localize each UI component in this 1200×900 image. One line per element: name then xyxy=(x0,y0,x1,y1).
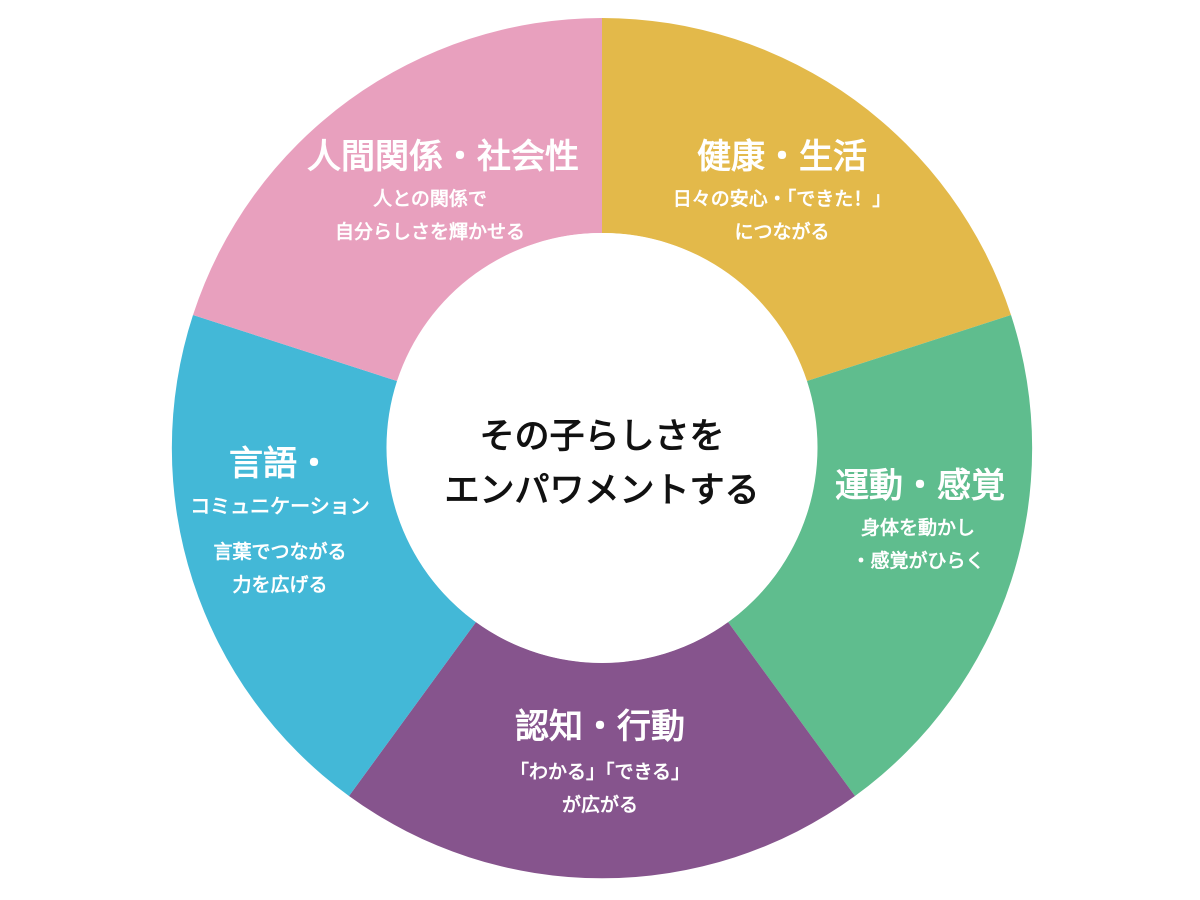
segment-desc-motor-line1: 身体を動かし xyxy=(861,516,975,539)
segment-motor-sensory xyxy=(728,315,1033,796)
segment-title-cognition: 認知・行動 xyxy=(515,707,685,747)
center-circle xyxy=(387,233,817,663)
segment-desc-health-line1: 日々の安心・「できた！」 xyxy=(673,187,892,210)
segment-title-motor: 運動・感覚 xyxy=(835,466,1005,506)
segment-desc-motor-line2: ・感覚がひらく xyxy=(851,549,984,572)
segment-title-language-line2: コミュニケーション xyxy=(190,494,370,518)
segment-health-life xyxy=(602,17,1011,381)
segment-relationships-social xyxy=(193,18,602,381)
segment-desc-social-line1: 人との関係で xyxy=(373,187,487,210)
segment-desc-cognition-line1: 「わかる」「できる」 xyxy=(510,760,690,783)
segment-title-social: 人間関係・社会性 xyxy=(307,137,579,177)
segment-desc-cognition-line2: が広がる xyxy=(562,793,638,816)
segment-language-communication xyxy=(171,315,476,796)
segment-desc-health-line2: につながる xyxy=(734,220,829,243)
segment-desc-language-line1: 言葉でつながる xyxy=(213,540,346,563)
segment-title-health: 健康・生活 xyxy=(697,137,867,177)
segment-cognition-behavior xyxy=(349,622,855,879)
center-text-line2: エンパワメントする xyxy=(444,471,759,511)
segment-title-language: 言語・ xyxy=(229,444,331,484)
segment-desc-social-line2: 自分らしさを輝かせる xyxy=(335,220,525,243)
center-text-line1: その子らしさを xyxy=(479,417,724,457)
segment-desc-language-line2: 力を広げる xyxy=(232,573,327,596)
